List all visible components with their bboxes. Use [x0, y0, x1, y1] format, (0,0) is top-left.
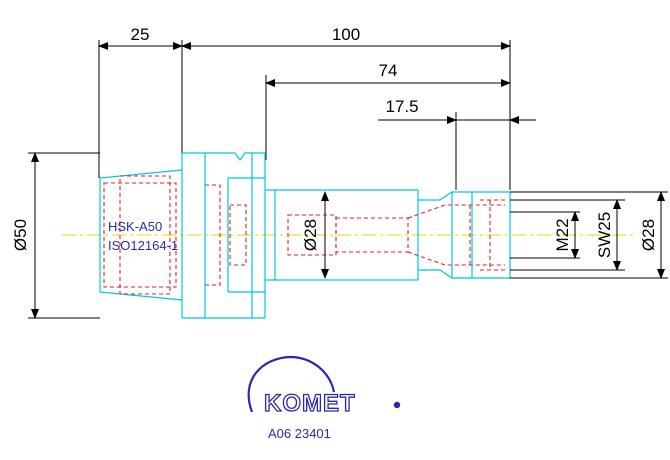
top-dimensions: 25 100 74 17.5: [98, 25, 536, 190]
label-iso: ISO12164-1: [108, 238, 178, 253]
dim-25: 25: [131, 25, 150, 44]
dim-diameter-28-right: Ø28: [639, 219, 658, 251]
komet-logo: KOMET: [247, 355, 401, 418]
dim-100: 100: [332, 25, 360, 44]
right-dimensions: M22 SW25 Ø28: [510, 191, 668, 279]
tool-contour: [99, 152, 511, 319]
dim-diameter-50: Ø50: [11, 152, 100, 319]
dim-17-5: 17.5: [385, 97, 418, 116]
drawing-code: A06 23401: [268, 426, 331, 441]
svg-text:Ø28: Ø28: [301, 219, 320, 251]
label-hsk: HSK-A50: [108, 219, 162, 234]
dim-diameter-28-shank: Ø28: [301, 191, 329, 279]
logo-brand: KOMET: [264, 390, 356, 417]
svg-text:Ø50: Ø50: [11, 219, 30, 251]
hidden-lines: [103, 175, 505, 295]
dim-m22: M22: [553, 218, 572, 251]
logo-dot-icon: [393, 401, 401, 409]
dim-74: 74: [379, 61, 398, 80]
dim-sw25: SW25: [595, 212, 614, 258]
